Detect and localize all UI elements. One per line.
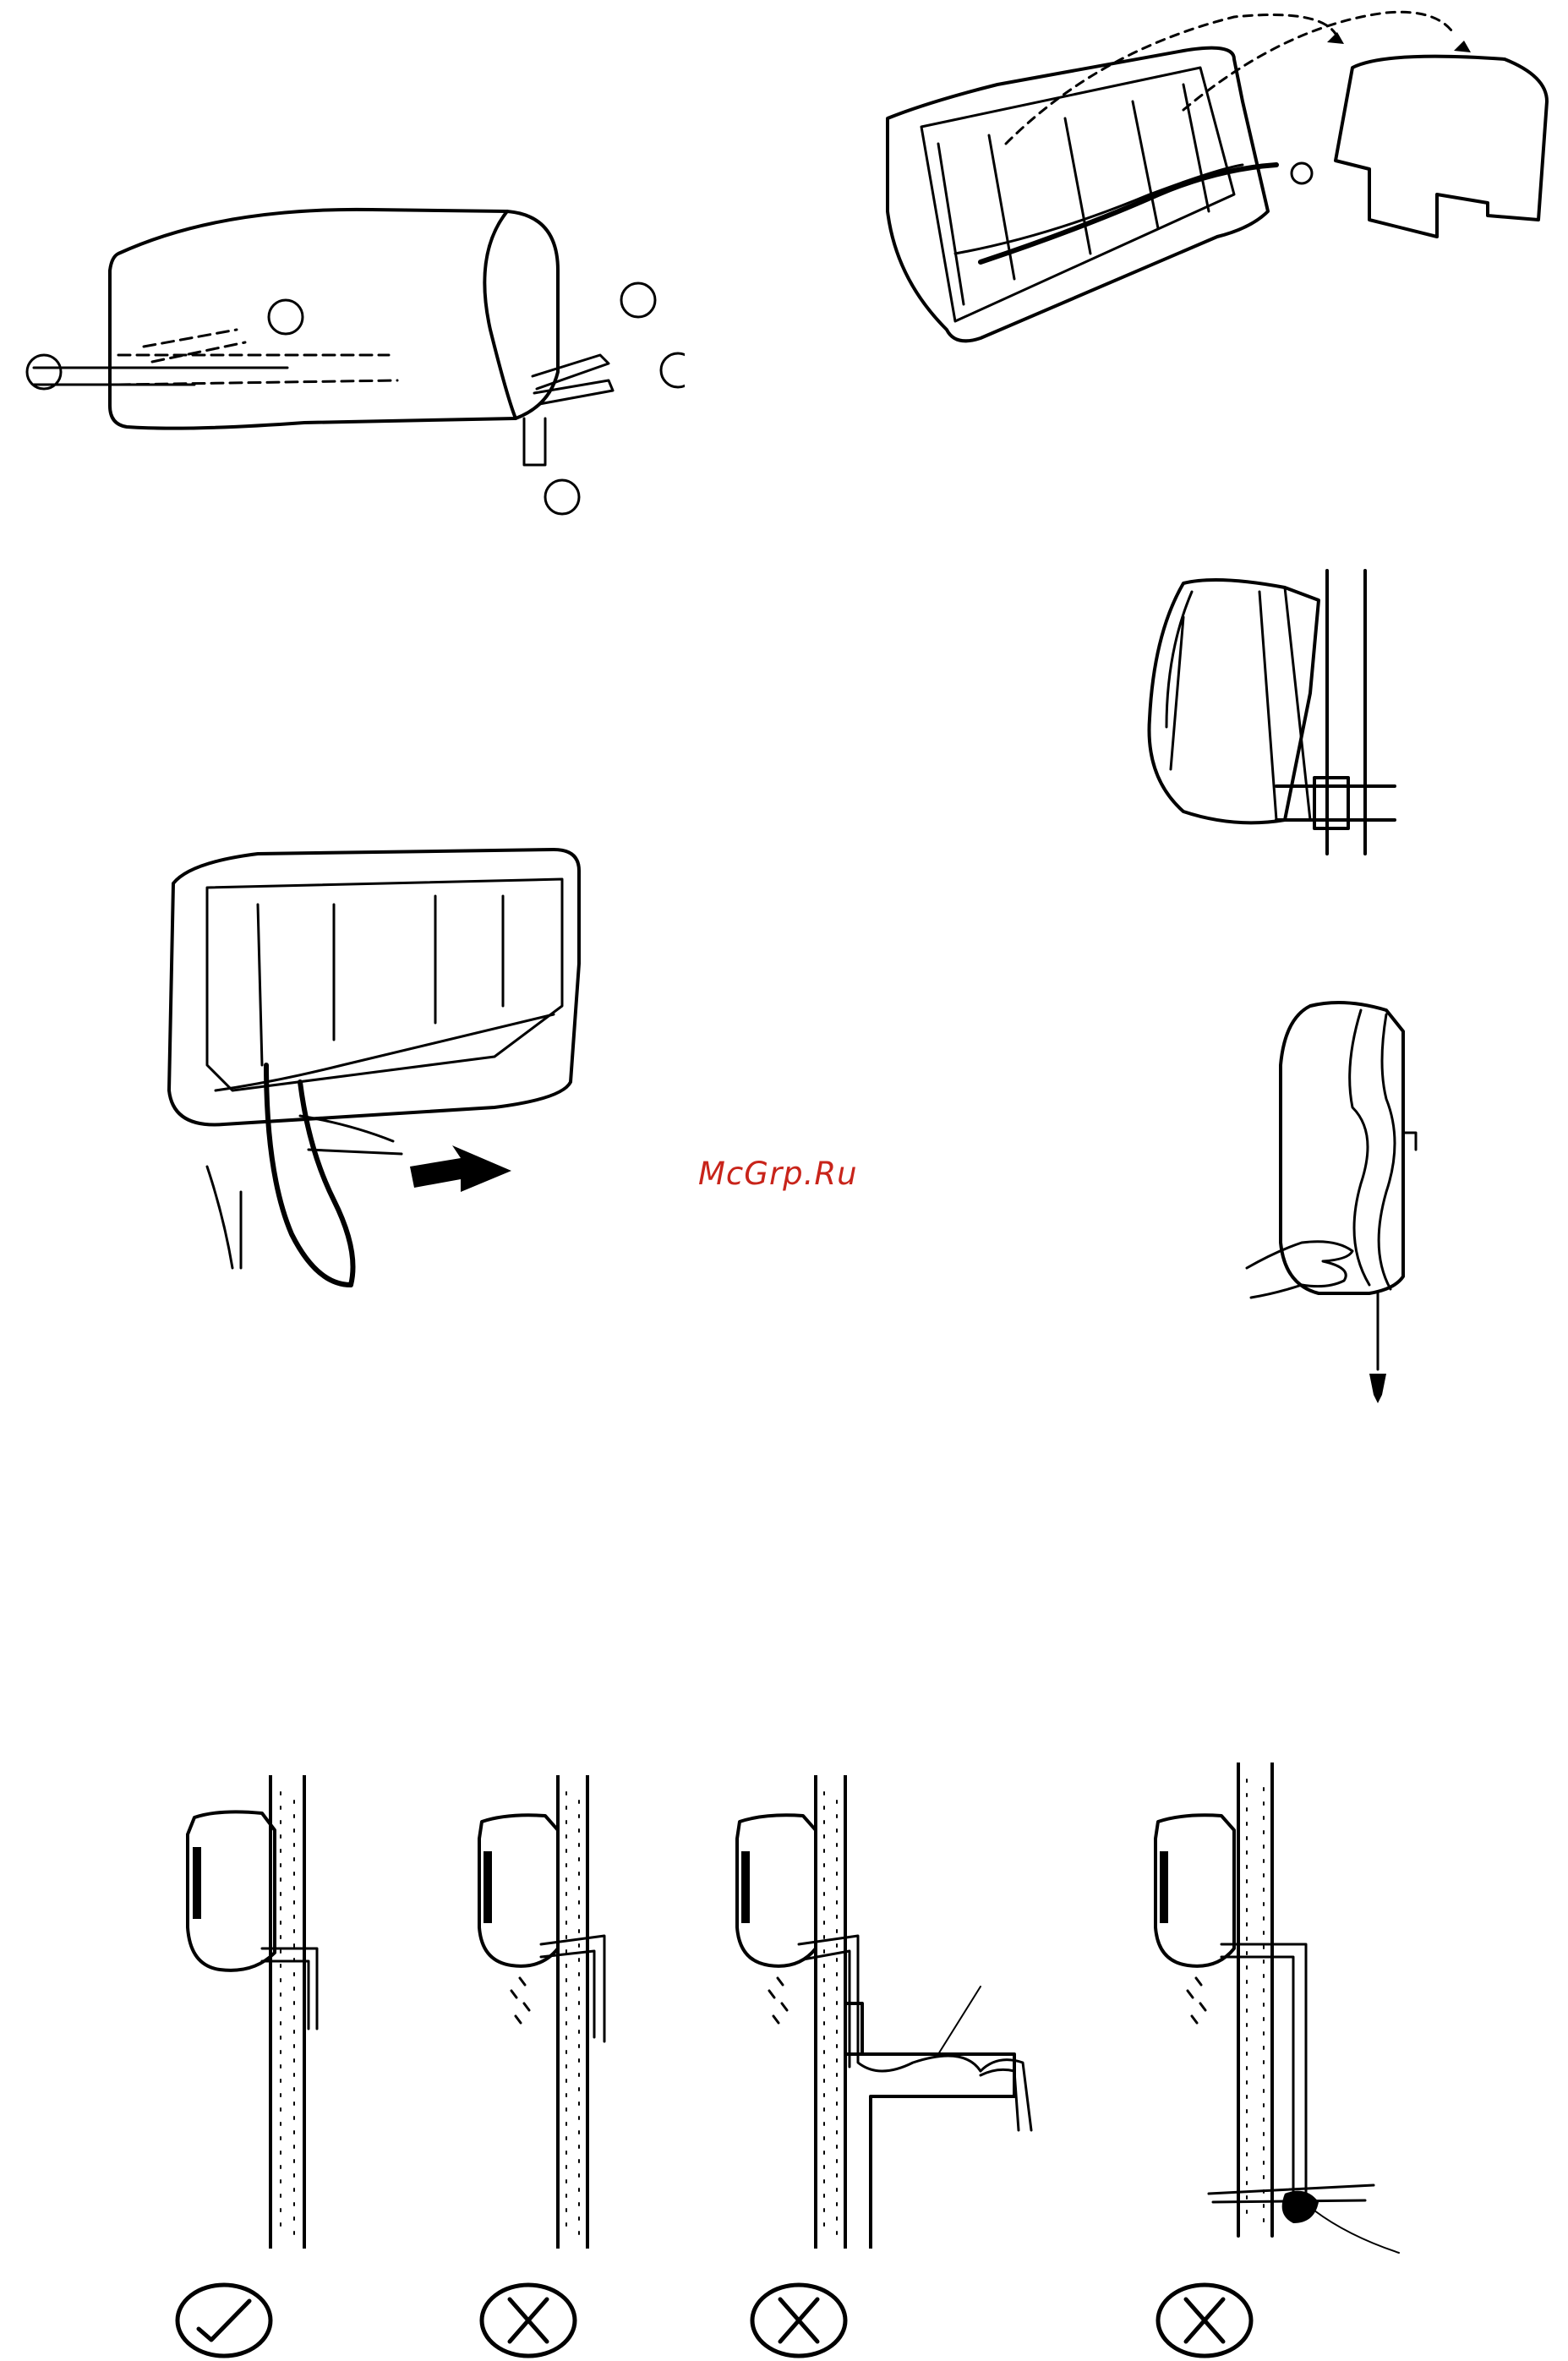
mounting-plate-icon	[1336, 57, 1547, 237]
circle-marker-icon	[621, 283, 655, 317]
circle-marker-icon	[661, 353, 685, 387]
unit-side-screw-figure	[1243, 997, 1462, 1412]
watermark-text: McGrp.Ru	[698, 1153, 876, 1195]
cross-icon	[1154, 2282, 1255, 2358]
hand-icon	[1247, 1242, 1352, 1298]
unit-hanging-on-plate-figure	[879, 0, 1555, 355]
circle-marker-icon	[269, 300, 303, 334]
cross-icon	[748, 2282, 850, 2358]
drain-wrong-figure-1	[469, 1775, 638, 2249]
check-icon	[173, 2282, 275, 2358]
drain-correct-figure	[169, 1775, 355, 2249]
cross-icon	[478, 2282, 579, 2358]
unit-pipe-directions-figure	[17, 203, 685, 524]
screw-icon	[1369, 1374, 1386, 1403]
drain-wrong-figure-2	[727, 1775, 1065, 2249]
arrow-right-icon	[410, 1145, 511, 1192]
drain-wrong-figure-3	[1145, 1763, 1424, 2270]
unit-side-on-wall-figure	[1133, 566, 1429, 862]
circle-marker-icon	[545, 480, 579, 514]
unit-back-pipe-pull-figure	[156, 812, 604, 1293]
